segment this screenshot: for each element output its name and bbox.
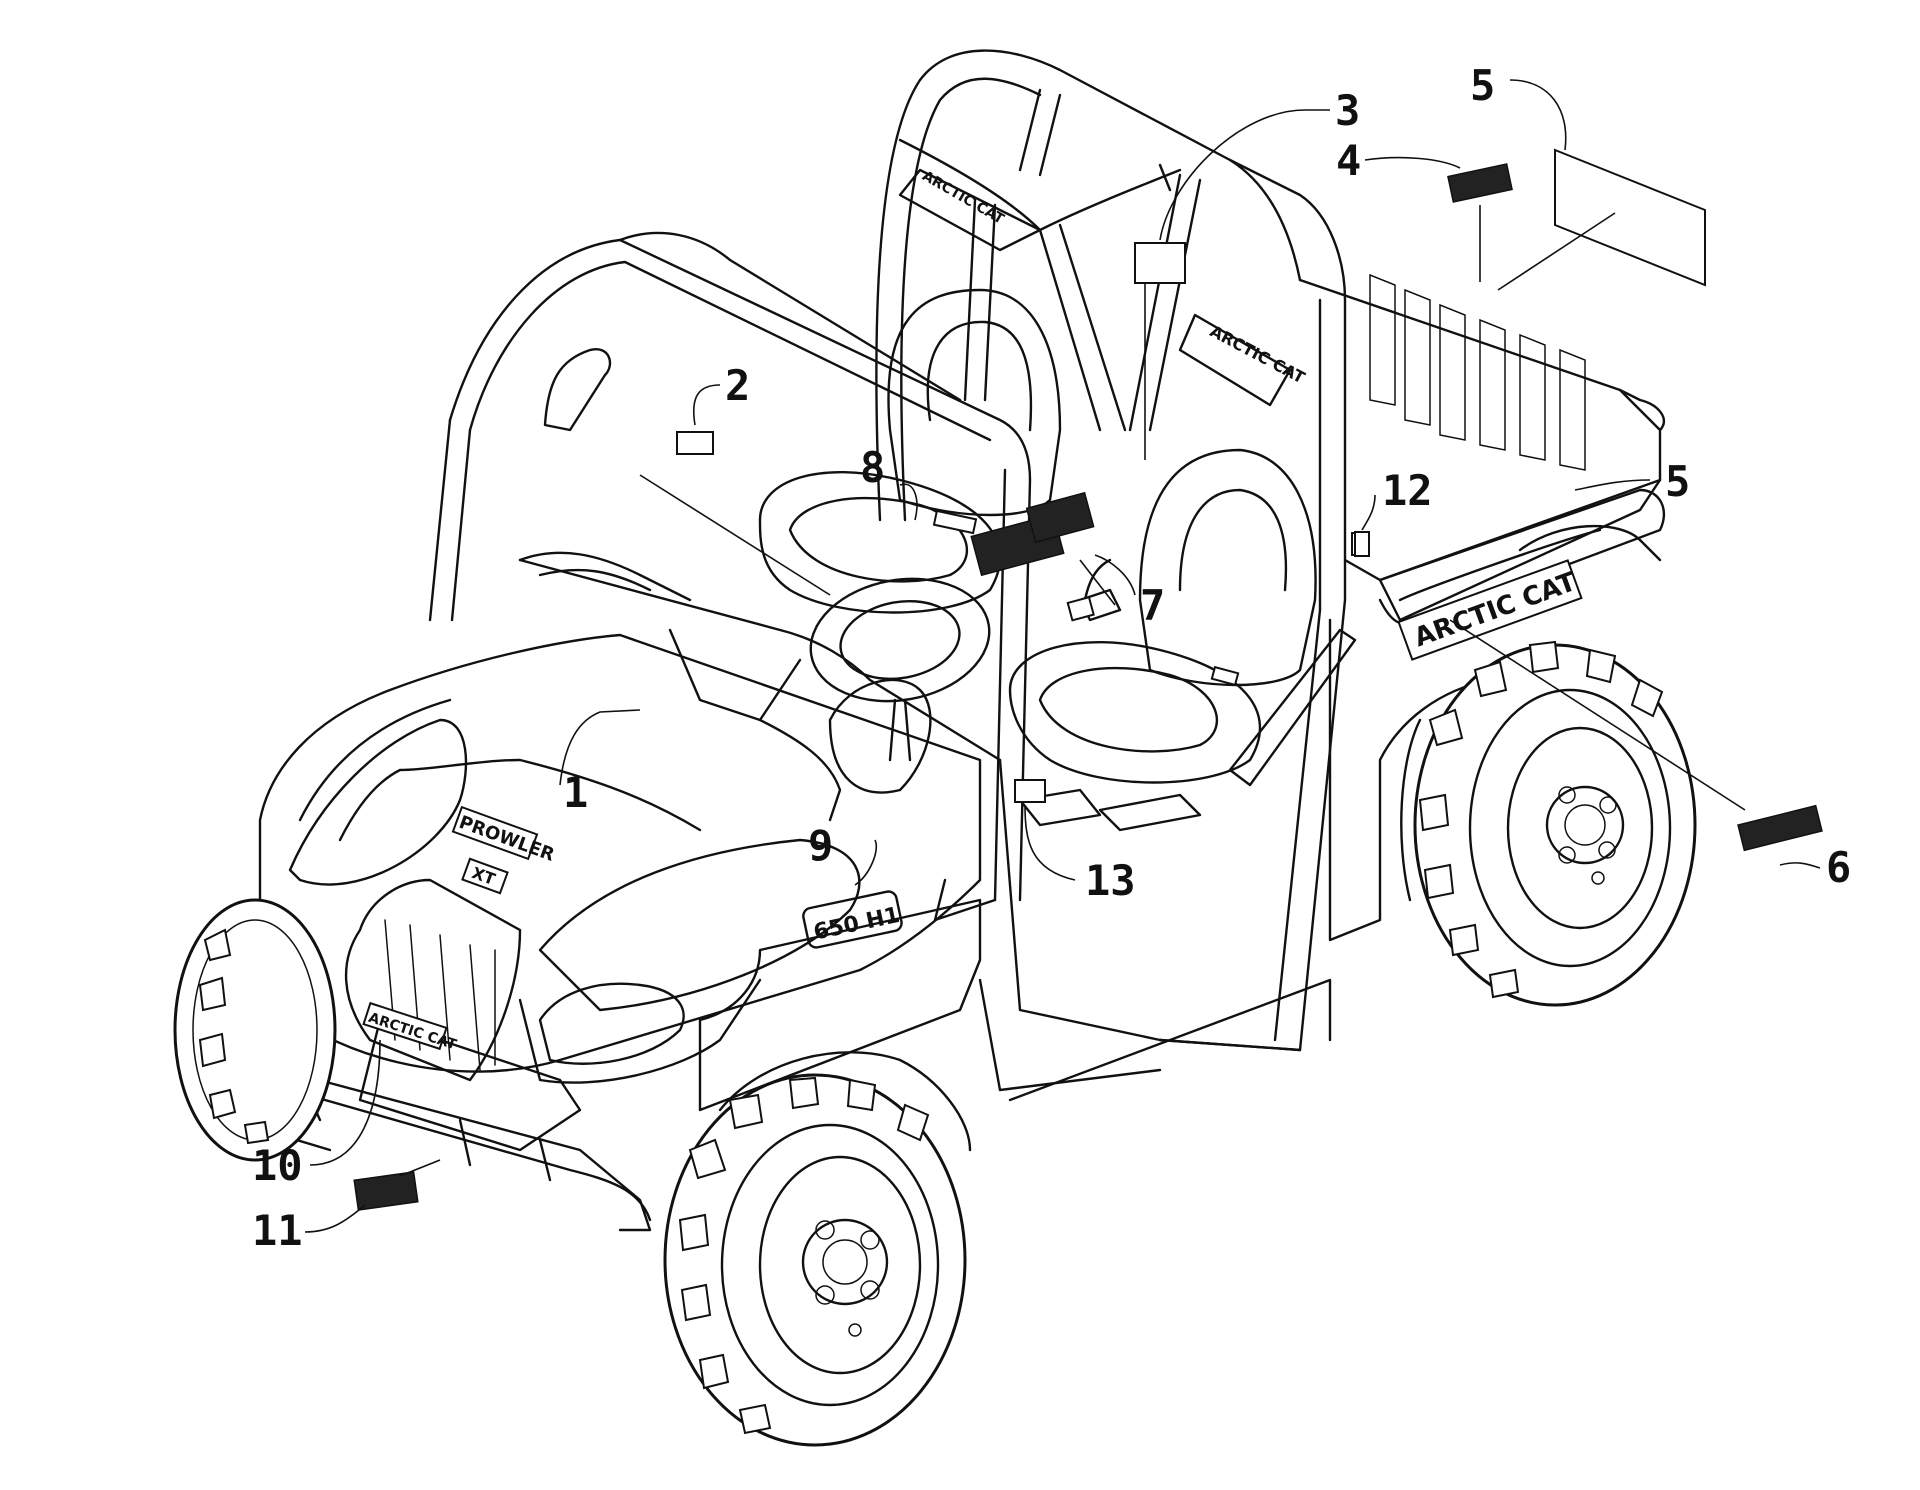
decal-part-11 bbox=[353, 1171, 419, 1211]
hood-decal: PROWLER XT bbox=[451, 805, 557, 895]
decal-part-6 bbox=[1737, 804, 1823, 852]
leader-2b bbox=[639, 474, 831, 596]
leader-5b bbox=[1574, 479, 1651, 491]
rear-right-tire bbox=[1413, 640, 1697, 1007]
callout-6: 6 bbox=[1826, 843, 1851, 892]
leader-5a bbox=[1509, 79, 1567, 151]
roll-bar-logo-text: ARCTIC CAT bbox=[1207, 321, 1308, 387]
decal-part-3 bbox=[1134, 242, 1186, 284]
leader-5a-b bbox=[1497, 212, 1616, 291]
front-left-tire bbox=[173, 898, 337, 1162]
leader-11b bbox=[399, 1159, 441, 1177]
front-right-tire bbox=[663, 1073, 967, 1447]
leader-13 bbox=[1024, 804, 1076, 881]
leader-8 bbox=[899, 483, 918, 521]
callout-8: 8 bbox=[860, 443, 885, 492]
leader-6 bbox=[1779, 862, 1821, 869]
callout-numbers: 1 2 3 4 5 5 6 7 8 9 10 11 12 13 bbox=[252, 61, 1851, 1255]
callout-5a: 5 bbox=[1470, 61, 1495, 110]
callout-4: 4 bbox=[1336, 136, 1361, 185]
leader-3 bbox=[1159, 109, 1330, 241]
seat-logo-text: ARCTIC CAT bbox=[919, 168, 1007, 228]
leader-11 bbox=[304, 1204, 366, 1233]
callout-1: 1 bbox=[563, 768, 588, 817]
decal-part-5 bbox=[1554, 148, 1706, 287]
detached-decals bbox=[353, 148, 1823, 1211]
callout-10: 10 bbox=[252, 1141, 303, 1190]
callout-12: 12 bbox=[1382, 466, 1433, 515]
leader-2 bbox=[693, 384, 721, 426]
callout-9: 9 bbox=[808, 821, 833, 870]
leader-9 bbox=[854, 839, 877, 886]
leader-12 bbox=[1361, 494, 1376, 531]
leader-7b bbox=[1079, 559, 1116, 606]
callout-13: 13 bbox=[1085, 856, 1136, 905]
leader-7 bbox=[1094, 554, 1136, 596]
leader-1 bbox=[559, 709, 641, 786]
decal-part-2 bbox=[676, 431, 714, 455]
callout-2: 2 bbox=[725, 361, 750, 410]
decal-part-13 bbox=[1014, 779, 1046, 803]
callout-11: 11 bbox=[252, 1206, 303, 1255]
callout-3: 3 bbox=[1335, 86, 1360, 135]
leader-lines bbox=[304, 79, 1821, 1233]
decal-part-12 bbox=[1354, 531, 1370, 557]
leader-4 bbox=[1364, 156, 1461, 169]
decal-part-4 bbox=[1447, 163, 1513, 203]
leader-6b bbox=[1449, 619, 1746, 811]
leader-10 bbox=[309, 1039, 381, 1166]
utility-vehicle-illustration: 650 H1 ARCTIC CAT bbox=[173, 49, 1697, 1447]
callout-5b: 5 bbox=[1665, 457, 1690, 506]
callout-7: 7 bbox=[1140, 581, 1165, 630]
